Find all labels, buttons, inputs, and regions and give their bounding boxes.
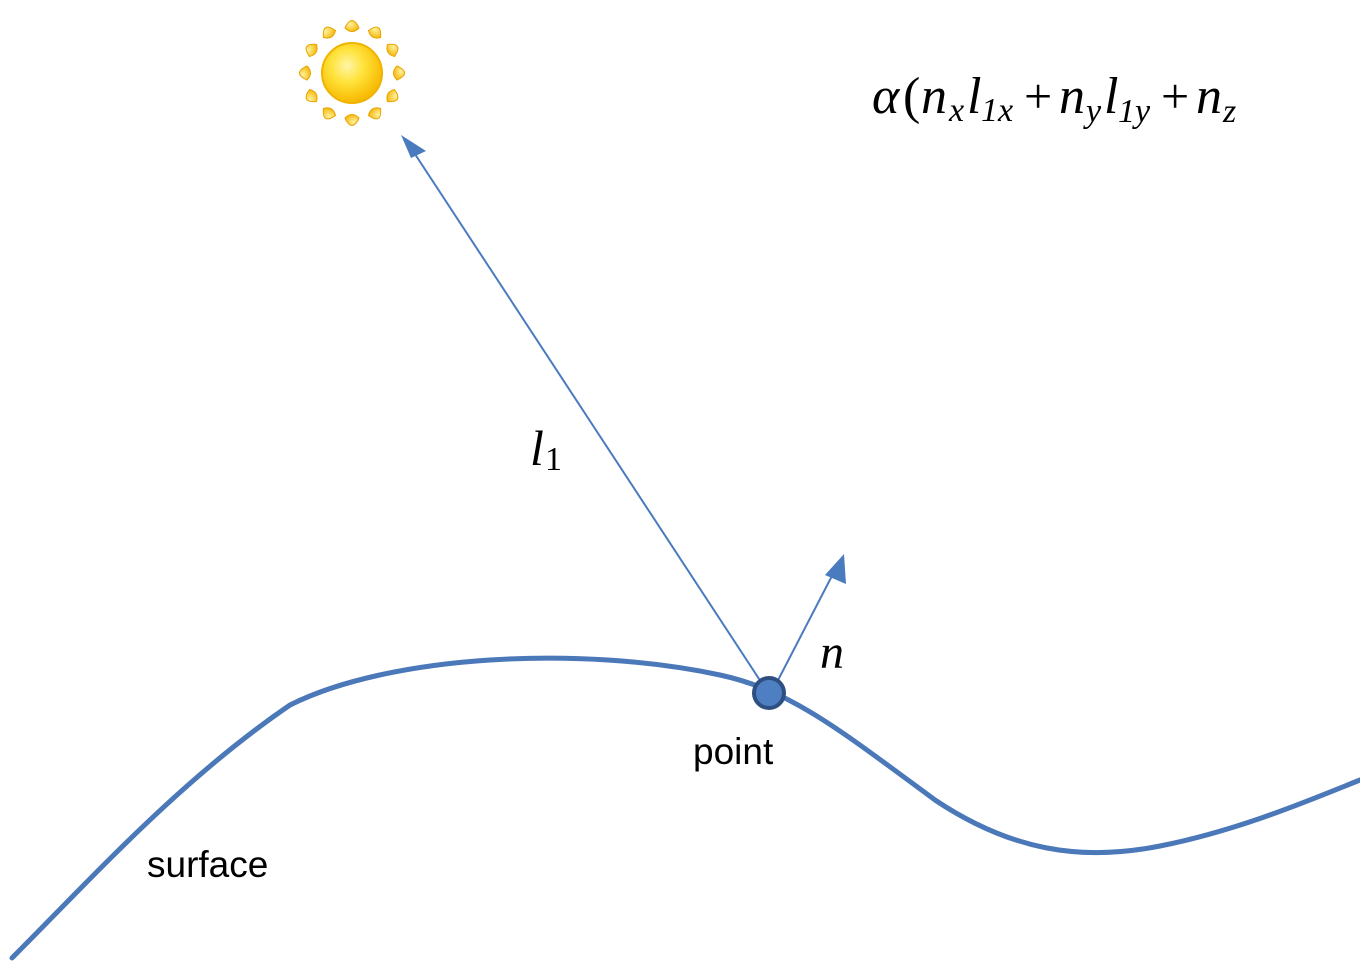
surface-curve	[9, 655, 1360, 961]
normal-vector-arrowhead	[825, 554, 846, 584]
formula-sub-1x: 1x	[981, 92, 1013, 129]
light-vector-subscript: 1	[545, 441, 562, 478]
formula-alpha: α	[872, 68, 901, 125]
formula-sub-x: x	[948, 92, 964, 129]
sun-icon	[299, 20, 405, 126]
formula-plus-2: +	[1161, 68, 1189, 124]
formula-n-y: n	[1059, 68, 1085, 125]
light-vector-label: l	[530, 420, 544, 476]
formula-open-paren: (	[903, 68, 920, 125]
normal-vector-label: n	[820, 626, 844, 679]
formula-l-1x: l	[967, 68, 981, 125]
light-vector-arrowhead	[401, 135, 426, 158]
formula: α ( n x l 1x + n y l 1y + n z	[872, 68, 1236, 130]
formula-sub-z: z	[1222, 93, 1236, 130]
formula-sub-1y: 1y	[1118, 93, 1151, 130]
formula-sub-y: y	[1083, 93, 1102, 130]
formula-n-z: n	[1196, 68, 1222, 125]
formula-n-x: n	[921, 68, 947, 125]
surface-label: surface	[147, 844, 268, 885]
point-label: point	[693, 731, 774, 772]
formula-l-1y: l	[1104, 68, 1118, 125]
normal-vector-arrow	[774, 571, 835, 687]
surface-point-marker	[752, 676, 786, 710]
formula-plus-1: +	[1024, 68, 1052, 124]
light-vector-arrow	[410, 147, 768, 692]
